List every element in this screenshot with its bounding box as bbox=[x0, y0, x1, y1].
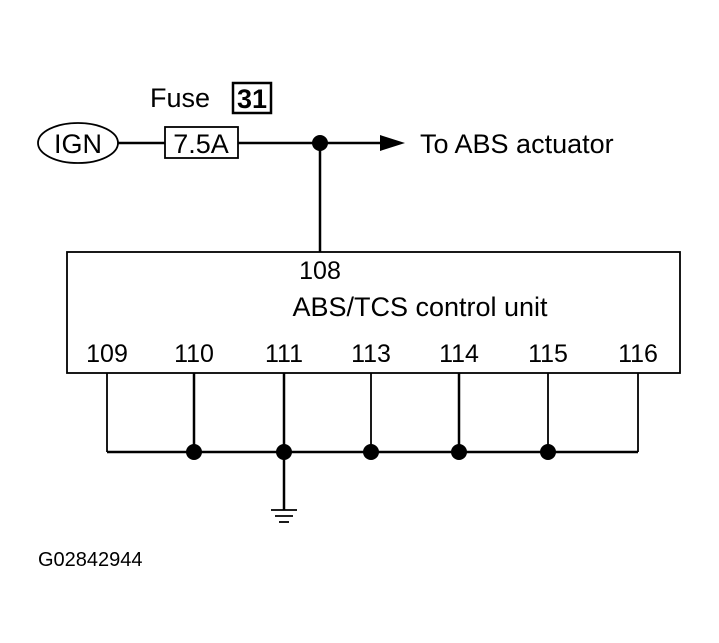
pin-115-label: 115 bbox=[528, 340, 568, 368]
control-unit-name: ABS/TCS control unit bbox=[292, 292, 548, 322]
junction-dot-113 bbox=[363, 444, 379, 460]
control-unit-box bbox=[66, 251, 681, 374]
pin-110-label: 110 bbox=[174, 340, 214, 368]
fuse-number-label: 31 bbox=[237, 84, 267, 114]
fuse-prefix-label: Fuse bbox=[150, 83, 210, 113]
pin-108-label: 108 bbox=[299, 257, 341, 285]
fuse-rating-label: 7.5A bbox=[173, 129, 229, 159]
pin-109-label: 109 bbox=[86, 340, 128, 368]
ign-label: IGN bbox=[54, 129, 102, 159]
junction-dot-110 bbox=[186, 444, 202, 460]
junction-dot-114 bbox=[451, 444, 467, 460]
arrow-head-icon bbox=[380, 135, 405, 151]
ground-icon bbox=[271, 509, 297, 523]
pin-111-label: 111 bbox=[265, 340, 303, 368]
figure-code: G02842944 bbox=[38, 549, 143, 571]
fuse-number-box bbox=[231, 81, 273, 115]
pin-114-label: 114 bbox=[439, 340, 479, 368]
pin-116-label: 116 bbox=[618, 340, 658, 368]
pin-113-label: 113 bbox=[351, 340, 391, 368]
branch-label: To ABS actuator bbox=[420, 129, 614, 159]
junction-dot-115 bbox=[540, 444, 556, 460]
